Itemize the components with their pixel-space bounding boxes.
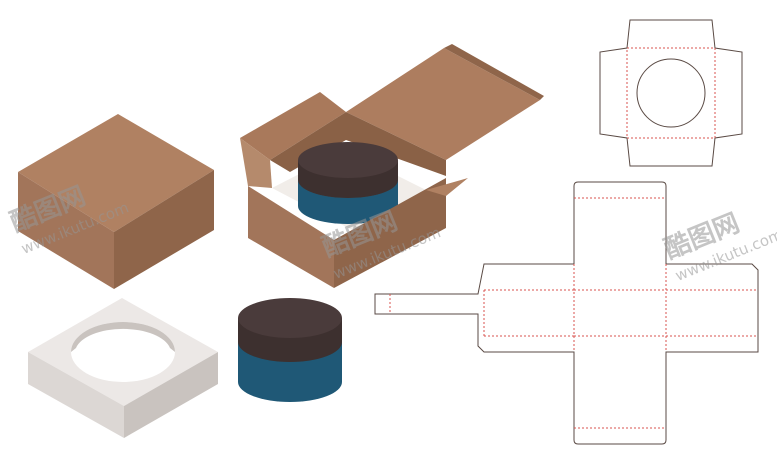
cosmetic-jar — [238, 298, 342, 402]
white-insert-tray — [28, 298, 218, 438]
closed-kraft-box — [18, 114, 214, 289]
lid-dieline — [599, 19, 743, 167]
jar-in-box — [298, 142, 398, 224]
box-dieline — [374, 181, 759, 445]
open-kraft-box-with-jar — [240, 44, 544, 288]
